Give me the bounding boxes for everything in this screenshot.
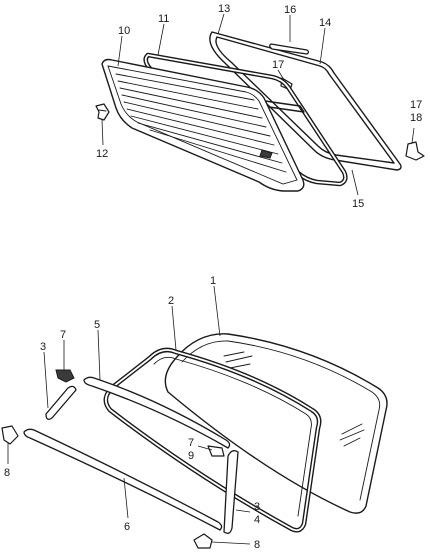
clip-7-left: [55, 369, 75, 383]
callout-12: 12: [96, 148, 108, 160]
callout-16: 16: [284, 4, 296, 16]
windshield-glass-1: [164, 333, 388, 514]
lower-molding-6: [23, 428, 223, 531]
callout-8-left: 8: [4, 467, 10, 479]
clip-7-9-right: [207, 445, 225, 457]
side-molding-3-left: [45, 385, 77, 420]
trim-strip-16: [269, 43, 310, 55]
callout-15: 15: [352, 198, 364, 210]
fastener-12: [95, 103, 110, 121]
lower-leaders: [7, 285, 251, 545]
corner-piece-8-left: [1, 425, 19, 445]
side-molding-3-4-right: [223, 450, 239, 534]
callout-17-upper: 17: [272, 59, 284, 71]
callout-18: 18: [410, 112, 422, 124]
corner-piece-8-bottom: [193, 533, 213, 549]
callout-2: 2: [168, 295, 174, 307]
callout-17-right: 17: [410, 99, 422, 111]
callout-6: 6: [124, 521, 130, 533]
callout-4: 4: [254, 514, 260, 526]
callout-13: 13: [218, 3, 230, 15]
upper-assembly: 10 11 13 16 14 17 17 18 12 15: [95, 3, 425, 210]
callout-9: 9: [188, 450, 194, 462]
callout-7-right: 7: [188, 437, 194, 449]
weatherstrip-2: [103, 347, 322, 533]
molding-5: [83, 376, 231, 449]
callout-7-left: 7: [60, 329, 66, 341]
upper-leaders: [101, 13, 415, 196]
callout-3-left: 3: [40, 341, 46, 353]
callout-10: 10: [118, 25, 130, 37]
outer-molding-frame: [209, 31, 402, 171]
callout-1: 1: [210, 275, 216, 287]
callout-8-bottom: 8: [254, 539, 260, 551]
upper-callouts: 10 11 13 16 14 17 17 18 12 15: [96, 3, 422, 210]
lower-assembly: 1 2 5 7 3 7 9 3 4 8 6 8: [1, 275, 388, 551]
callout-5: 5: [94, 319, 100, 331]
callout-3-right: 3: [254, 501, 260, 513]
rear-glass-10: [101, 58, 305, 192]
clip-17-18: [405, 141, 425, 161]
callout-11: 11: [158, 13, 169, 25]
callout-14: 14: [319, 17, 331, 29]
lower-callouts: 1 2 5 7 3 7 9 3 4 8 6 8: [4, 275, 260, 551]
